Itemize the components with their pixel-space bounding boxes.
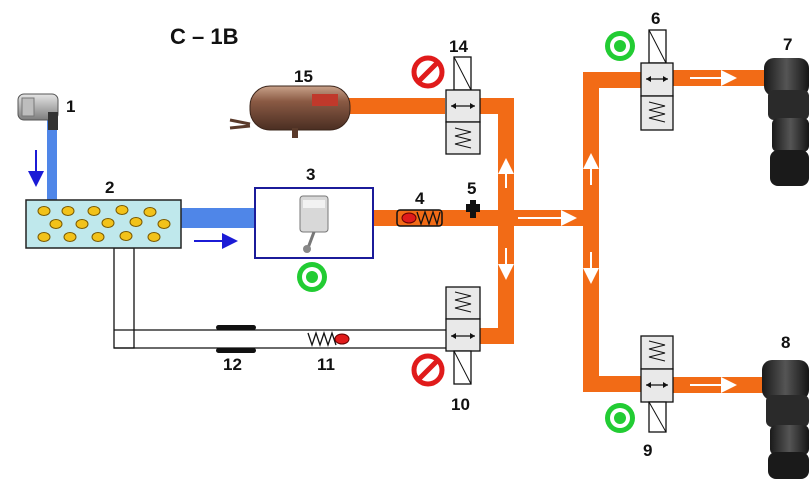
filter-component xyxy=(26,200,181,248)
blocked-indicator-icon xyxy=(414,58,442,86)
valve-10 xyxy=(446,287,480,384)
diagram-title: C – 1B xyxy=(170,24,238,49)
label-9: 9 xyxy=(643,441,652,460)
label-5: 5 xyxy=(467,179,476,198)
pressure-pipes xyxy=(345,70,773,393)
label-12: 12 xyxy=(223,355,242,374)
label-10: 10 xyxy=(451,395,470,414)
return-line xyxy=(114,248,450,353)
valve-6 xyxy=(641,30,673,130)
open-indicator-icon xyxy=(605,403,635,433)
label-4: 4 xyxy=(415,189,425,208)
label-1: 1 xyxy=(66,97,75,116)
label-6: 6 xyxy=(651,9,660,28)
air-tank-component xyxy=(230,86,350,138)
label-2: 2 xyxy=(105,178,114,197)
label-8: 8 xyxy=(781,333,790,352)
blocked-indicator-icon xyxy=(414,356,442,384)
open-indicator-icon xyxy=(605,31,635,61)
air-spring-7 xyxy=(764,58,809,186)
label-14: 14 xyxy=(449,37,468,56)
air-spring-8 xyxy=(762,360,809,479)
check-valve-component xyxy=(308,333,349,345)
compressor-component xyxy=(255,188,373,258)
motor-component xyxy=(18,94,58,130)
label-7: 7 xyxy=(783,35,792,54)
open-indicator-icon xyxy=(297,262,327,292)
label-15: 15 xyxy=(294,67,313,86)
label-11: 11 xyxy=(317,355,335,374)
valve-14 xyxy=(446,57,480,154)
valve-9 xyxy=(641,336,673,432)
label-3: 3 xyxy=(306,165,315,184)
relief-valve-component xyxy=(397,210,442,226)
